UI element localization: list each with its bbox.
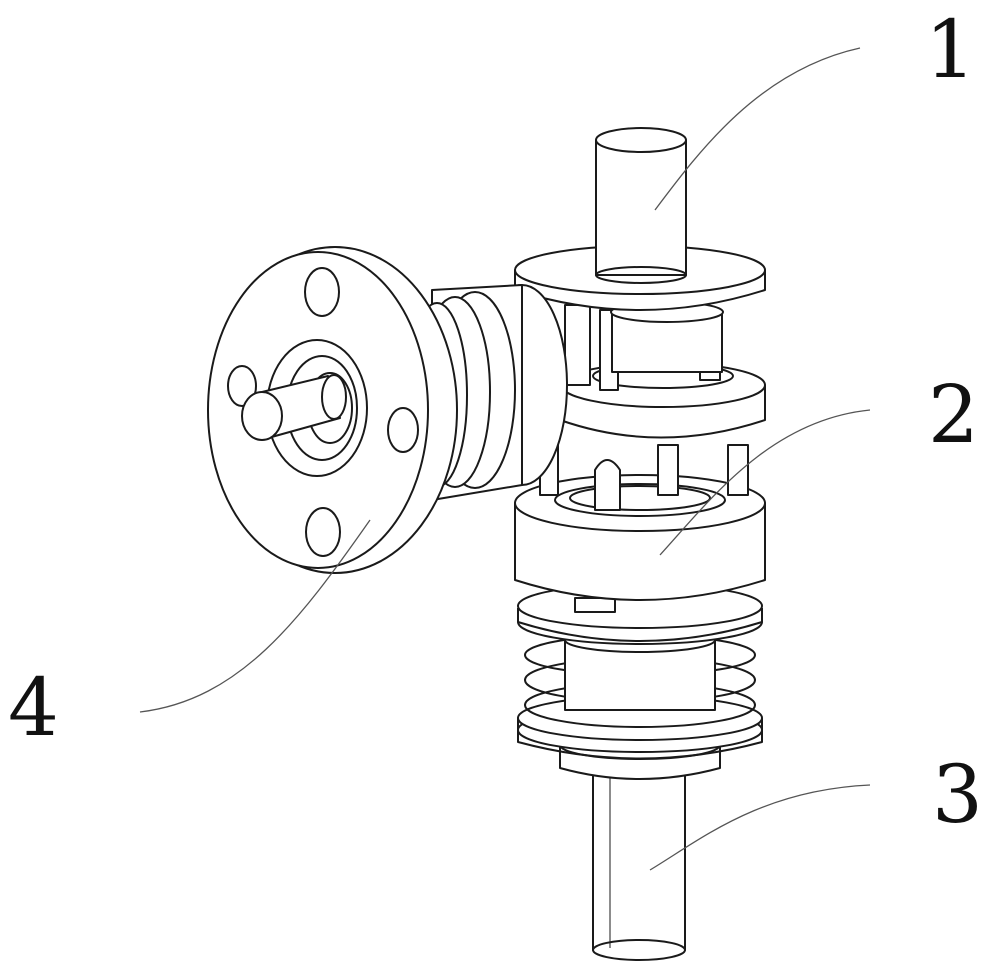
leader-line-1 [654, 47, 861, 211]
bottom-shaft [592, 769, 686, 961]
leader-line-4 [139, 519, 371, 713]
callout-label-3: 3 [932, 748, 983, 841]
guide-pins [539, 444, 749, 511]
leader-line-3 [649, 784, 871, 871]
callout-label-4: 4 [8, 661, 59, 754]
callout-label-1: 1 [925, 3, 976, 96]
callout-label-2: 2 [928, 368, 979, 461]
top-shaft [595, 127, 687, 284]
leader-lines [139, 47, 871, 871]
leader-line-2 [659, 409, 871, 556]
flange [207, 246, 458, 574]
